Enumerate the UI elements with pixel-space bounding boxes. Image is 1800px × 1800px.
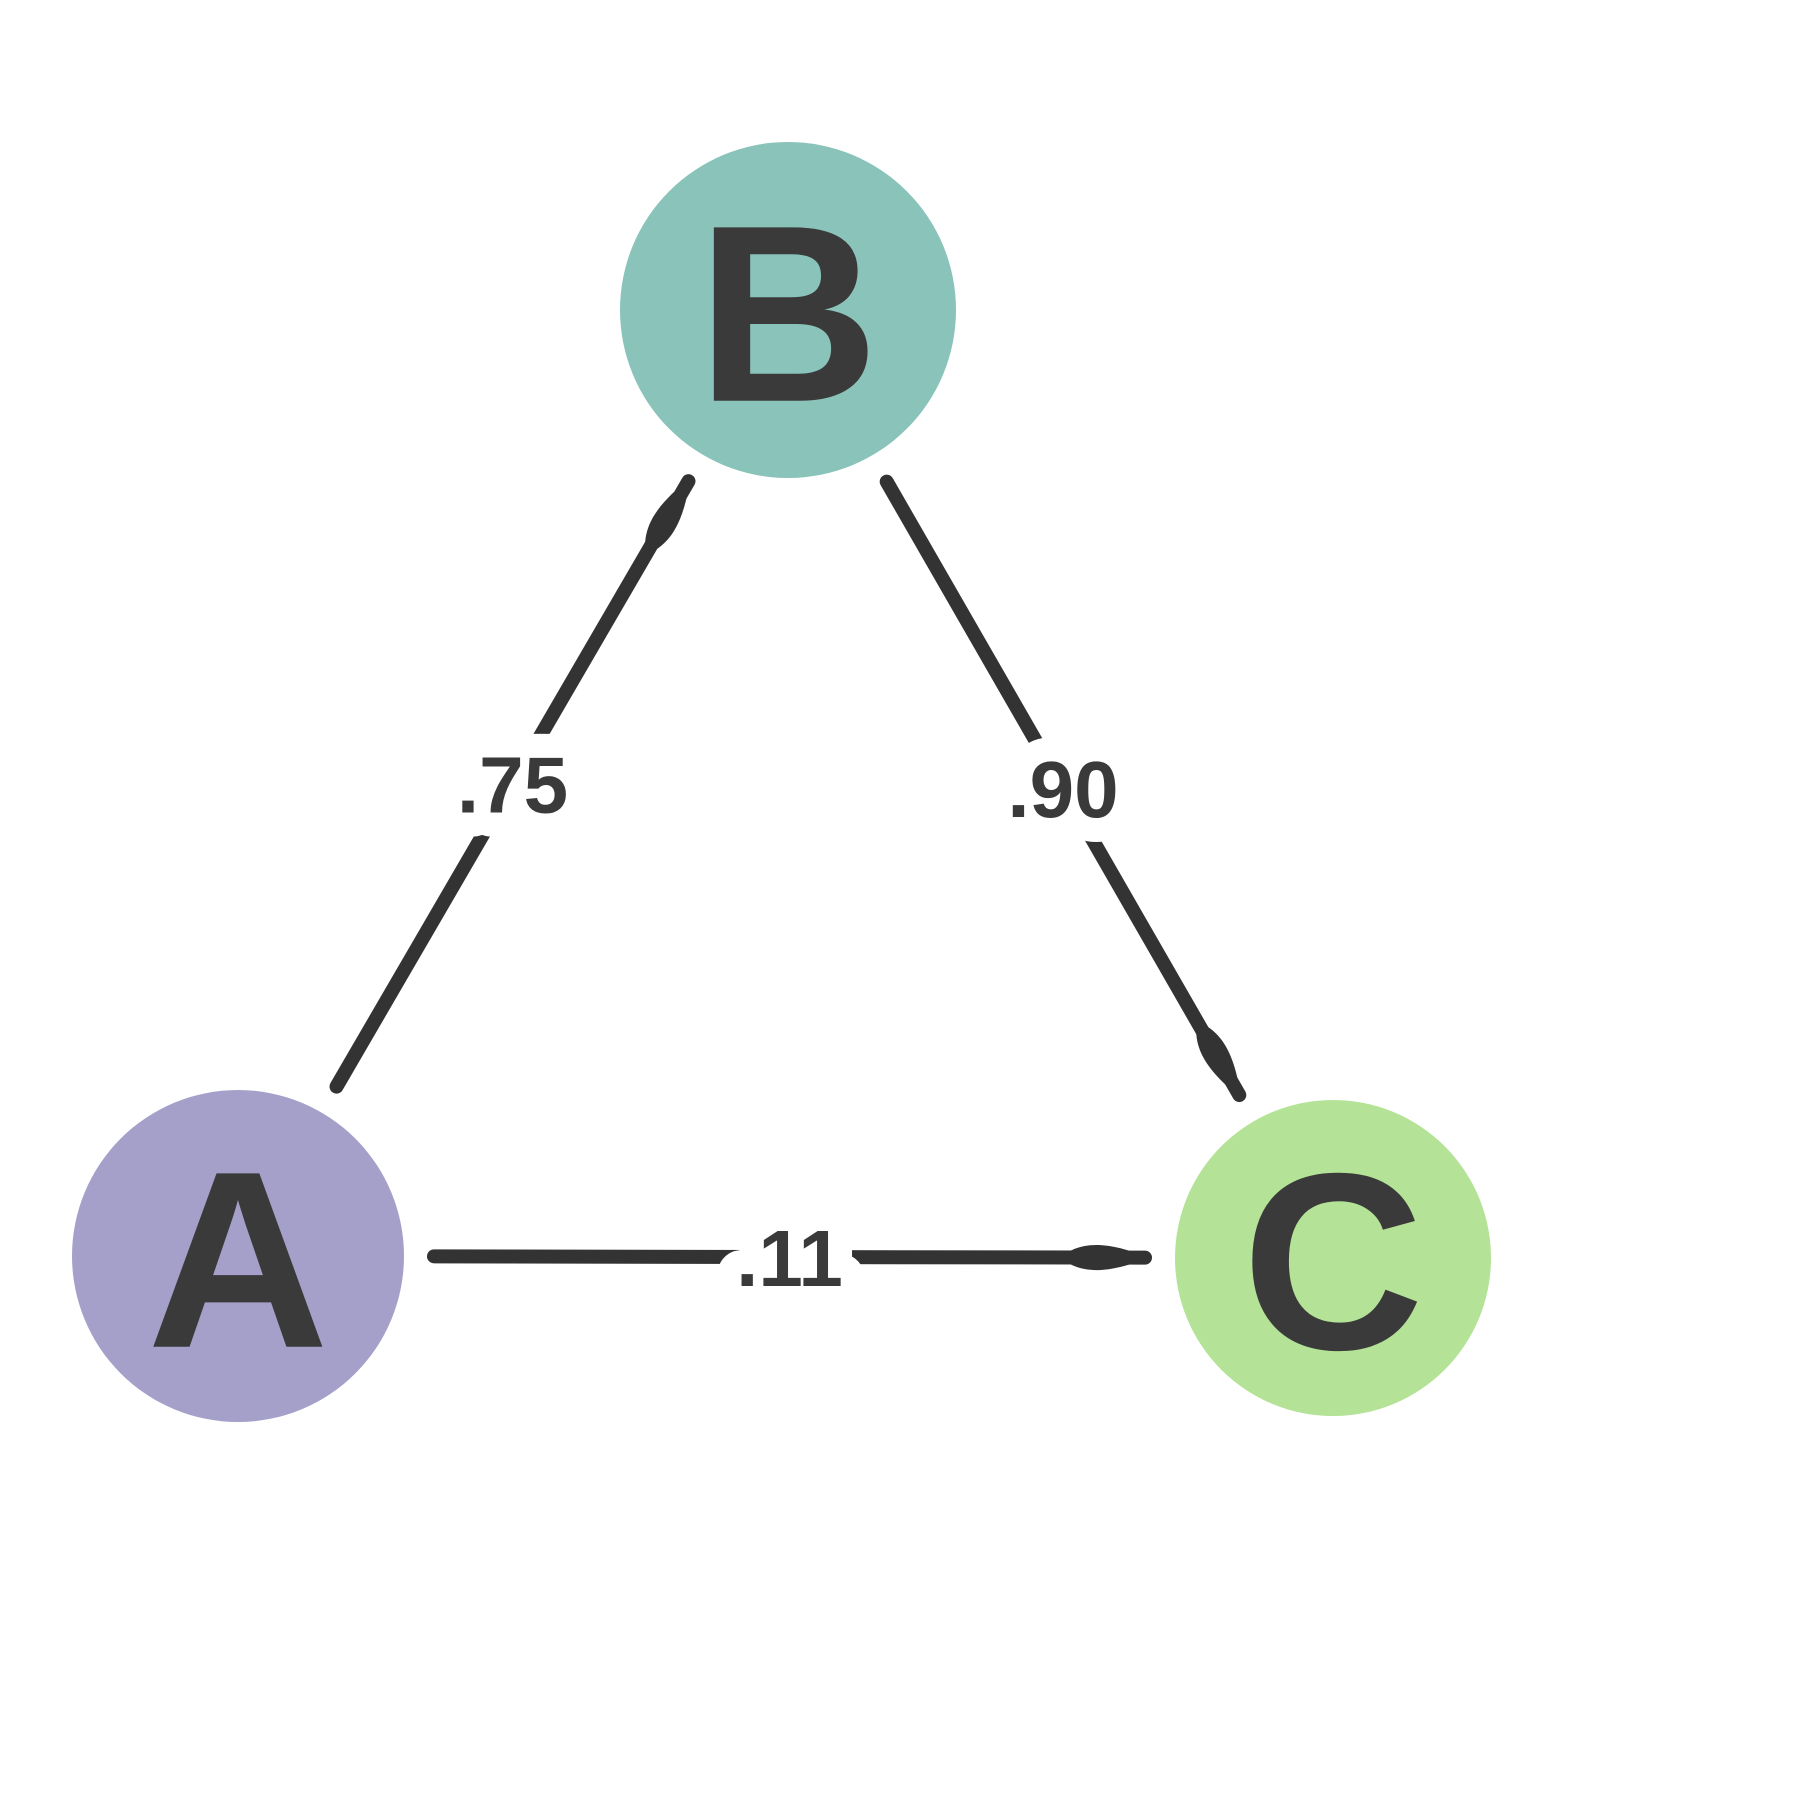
- edge-label-A-B: .75: [457, 741, 568, 830]
- edge-label-B-C: .90: [1007, 745, 1118, 834]
- node-A: [72, 1090, 404, 1422]
- node-label-C: C: [1242, 1122, 1424, 1403]
- edge-A-C: [426, 1245, 1153, 1271]
- edge-B-C: [879, 474, 1247, 1103]
- node-label-A: A: [147, 1120, 329, 1401]
- node-label-B: B: [697, 174, 879, 455]
- node-C: [1175, 1100, 1491, 1416]
- node-B: [620, 142, 956, 478]
- edge-A-B: [329, 474, 696, 1094]
- edge-label-A-C: .11: [736, 1214, 843, 1303]
